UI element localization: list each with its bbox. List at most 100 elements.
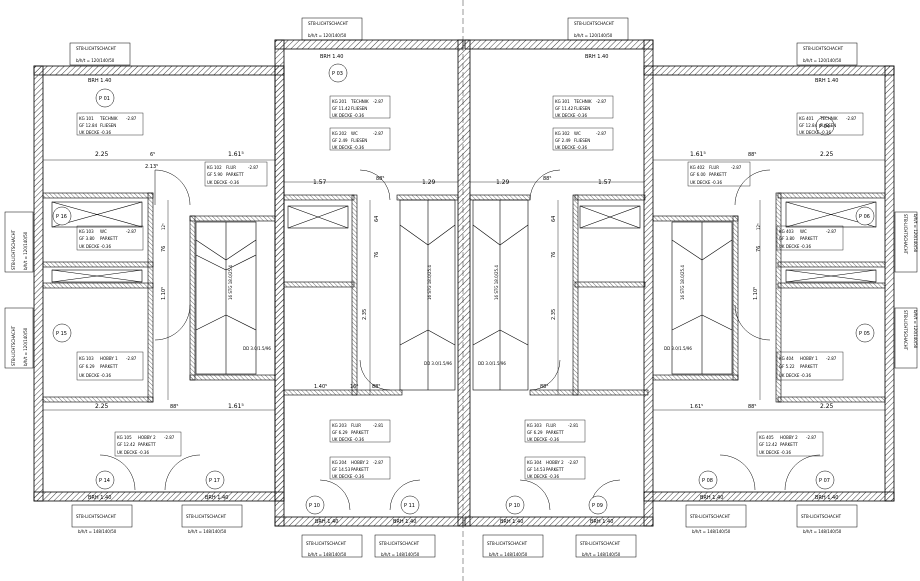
stair-spec: 16 STG 18.0/25.4 <box>228 265 233 300</box>
room-area: GF 12.42 <box>759 442 778 447</box>
dimension-lines <box>43 0 885 581</box>
room-level: -2.87 <box>846 116 857 121</box>
room-floor: PARKETT <box>709 172 727 177</box>
room-name: FLUR <box>546 423 556 428</box>
shaft-dims: b/h/t = 120/140/50 <box>23 231 28 270</box>
brh-label: BRH 1.40 <box>205 495 228 501</box>
dim: 2.35 <box>551 309 557 320</box>
dim: 88⁵ <box>748 152 756 158</box>
room-floor: FLIESEN <box>351 138 367 143</box>
room-ceiling: UK DECKE -0.36 <box>207 180 239 185</box>
room-area: GF 14.53 <box>527 467 546 472</box>
room-area: GF 12.84 <box>79 123 98 128</box>
room-no: KG 404 <box>779 356 794 361</box>
stair-notes: 16 STG 18.0/25.4 16 STG 18.0/25.4 16 STG… <box>228 265 692 366</box>
room-level: -2.87 <box>806 435 817 440</box>
room-level: -2.87 <box>164 435 175 440</box>
shaft-label: STB-LICHTSCHACHT <box>801 514 842 519</box>
shaft-label: STB-LICHTSCHACHT <box>11 229 16 270</box>
room-ceiling: UK DECKE -0.36 <box>555 145 587 150</box>
dim: 12⁵ <box>756 223 761 230</box>
room-ceiling: UK DECKE -0.36 <box>527 437 559 442</box>
light-shaft-boxes <box>4 17 918 558</box>
room-name: HOBBY 2 <box>780 435 798 440</box>
dim: 2.25 <box>95 151 109 158</box>
room-level: -2.81 <box>568 423 579 428</box>
room-no: KG 102 <box>207 165 222 170</box>
room-name: FLUR <box>226 165 236 170</box>
room-no: KG 301 <box>555 99 570 104</box>
dim: 1.61⁵ <box>228 403 244 410</box>
shaft-label: STB-LICHTSCHACHT <box>903 310 908 351</box>
outer-walls <box>33 39 895 527</box>
room-area: GF 5.22 <box>779 364 795 369</box>
brh-label: BRH 1.40 <box>815 495 838 501</box>
room-area: GF 6.29 <box>79 364 95 369</box>
room-level: -2.87 <box>373 460 384 465</box>
window-height-labels: BRH 1.40 BRH 1.40 BRH 1.40 BRH 1.40 BRH … <box>88 54 838 525</box>
brh-label: BRH 1.40 <box>500 519 523 525</box>
shaft-label: STB-LICHTSCHACHT <box>803 46 844 51</box>
brh-label: BRH 1.40 <box>88 495 111 501</box>
room-ceiling: UK DECKE -0.36 <box>117 450 149 455</box>
room-level: -2.87 <box>126 356 137 361</box>
room-floor: PARKETT <box>780 442 798 447</box>
window-p05: P 05 <box>859 331 870 337</box>
room-no: KG 204 <box>332 460 347 465</box>
shaft-label: STB-LICHTSCHACHT <box>903 214 908 255</box>
brh-label: BRH 1.40 <box>585 54 608 60</box>
shaft-dims: b/h/t = 120/140/50 <box>803 58 842 63</box>
shaft-label: STB-LICHTSCHACHT <box>306 541 347 546</box>
room-floor: PARKETT <box>800 364 818 369</box>
brh-label: BRH 1.40 <box>88 78 111 84</box>
room-name: FLUR <box>351 423 361 428</box>
shaft-label: STB-LICHTSCHACHT <box>11 325 16 366</box>
room-ceiling: UK DECKE -0.36 <box>332 474 364 479</box>
dim: 88⁵ <box>170 404 178 410</box>
room-floor: PARKETT <box>546 467 564 472</box>
room-no: KG 405 <box>759 435 774 440</box>
room-floor: FLIESEN <box>574 106 590 111</box>
shaft-dims: b/h/t = 148/140/50 <box>489 552 528 557</box>
room-no: KG 304 <box>527 460 542 465</box>
room-no: KG 203 <box>332 423 347 428</box>
room-floor: FLIESEN <box>351 106 367 111</box>
dim: 1.10⁵ <box>753 287 759 300</box>
room-no: KG 201 <box>332 99 347 104</box>
room-ceiling: UK DECKE -0.36 <box>332 113 364 118</box>
room-ceiling: UK DECKE -0.36 <box>759 450 791 455</box>
shaft-dims: b/h/t = 148/140/50 <box>692 529 731 534</box>
stair-spec: 16 STG 18.0/25.4 <box>427 265 432 300</box>
room-ceiling: UK DECKE -0.36 <box>779 373 811 378</box>
window-p04: P 04 <box>819 124 830 130</box>
interior-walls <box>42 192 886 403</box>
room-name: FLUR <box>709 165 719 170</box>
dim: 76 <box>374 252 380 258</box>
dim: 76 <box>161 246 167 252</box>
room-no: KG 101 <box>79 116 94 121</box>
dim: 88⁵ <box>372 384 380 390</box>
shaft-label: STB-LICHTSCHACHT <box>690 514 731 519</box>
brh-label: BRH 1.40 <box>590 519 613 525</box>
room-floor: PARKETT <box>546 430 564 435</box>
room-no: KG 103 <box>79 229 94 234</box>
room-level: -2.87 <box>126 229 137 234</box>
room-floor: PARKETT <box>100 236 118 241</box>
dim: 1.61⁵ <box>690 151 706 158</box>
dim: 1.10⁵ <box>161 287 167 300</box>
shaft-label: STB-LICHTSCHACHT <box>487 541 528 546</box>
shaft-dims: b/h/t = 120/140/50 <box>574 33 613 38</box>
window-markers: P 01 P 03 P 04 P 16 P 15 P 06 P 05 P 14 … <box>52 63 875 515</box>
room-floor: FLIESEN <box>574 138 590 143</box>
room-level: -2.87 <box>126 116 137 121</box>
room-ceiling: UK DECKE -0.36 <box>332 145 364 150</box>
room-name: WC <box>100 229 107 234</box>
room-floor: FLIESEN <box>820 123 836 128</box>
dim: 88⁵ <box>748 404 756 410</box>
dim: 88⁵ <box>543 176 551 182</box>
room-no: KG 202 <box>332 131 347 136</box>
dim: 64 <box>551 216 557 222</box>
window-p10-right: P 10 <box>509 503 520 509</box>
dim: 6⁵ <box>150 152 155 158</box>
